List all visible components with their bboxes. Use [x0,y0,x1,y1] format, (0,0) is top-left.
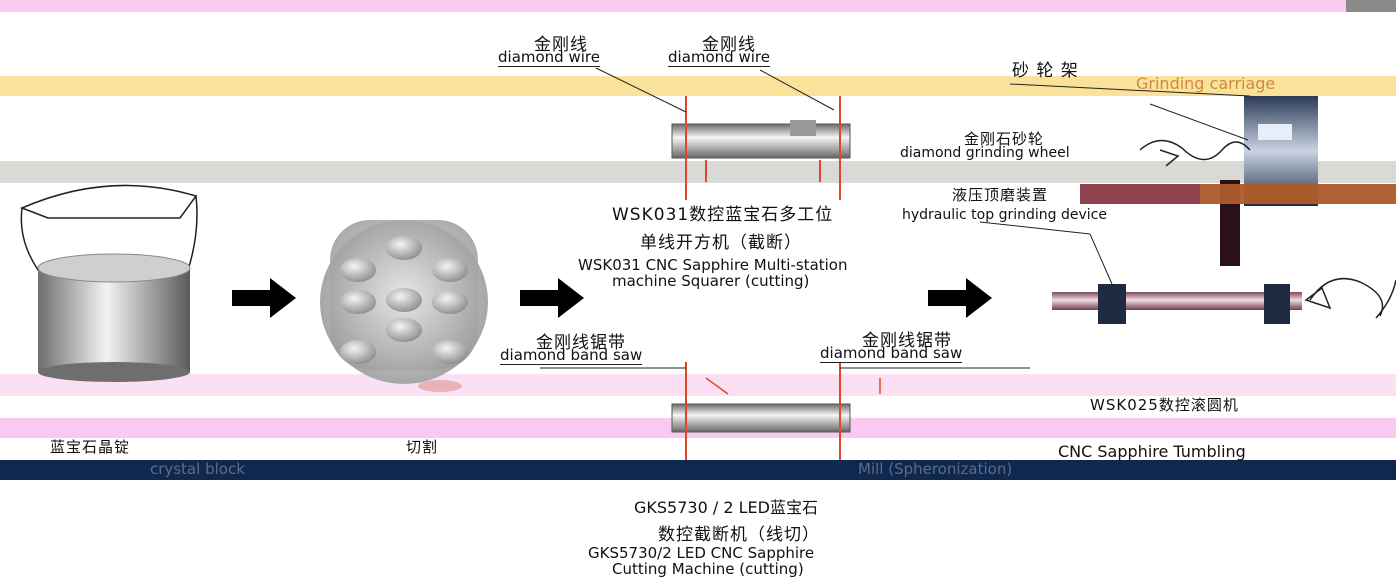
band-right-en: diamond band saw [820,344,963,363]
corner-gray-block [1346,0,1396,12]
yellow-band [0,76,1396,96]
arrow-right-icon [232,278,296,318]
tumbling-rod-icon [979,221,1302,324]
wire-left-en: diamond wire [498,48,600,67]
cutter-cn-2: 数控截断机（线切） [658,525,820,545]
rotation-arrow-icon [1304,277,1396,319]
crystal-ingot-icon [20,184,198,382]
lower-pink-band [0,374,1396,396]
grinding-wheel-en: diamond grinding wheel [900,145,1070,161]
band-saw-rod-bottom [540,362,1030,460]
cutter-en-1: GKS5730/2 LED CNC Sapphire [588,544,815,562]
squarer-en-1: WSK031 CNC Sapphire Multi-station [578,256,848,274]
grinding-carriage-icon [1009,83,1396,266]
cutter-cn-1: GKS5730 / 2 LED蓝宝石 [634,498,818,517]
top-pink-band [0,0,1396,12]
wire-left-cn: 金刚线 [534,35,588,55]
hydraulic-en: hydraulic top grinding device [902,207,1107,223]
cutter-en-2: Cutting Machine (cutting) [612,560,804,578]
arrow-right-icon [520,278,584,318]
cored-block-icon [320,220,488,392]
band-left-en: diamond band saw [500,346,643,365]
tumbling-en-1: CNC Sapphire Tumbling [1058,442,1246,461]
squarer-cn-1: WSK031数控蓝宝石多工位 [612,205,834,225]
grinding-wheel-cn: 金刚石砂轮 [964,130,1045,148]
band-left-cn: 金刚线锯带 [536,333,626,353]
squarer-en-2: machine Squarer (cutting) [612,272,810,290]
ingot-cn: 蓝宝石晶锭 [50,438,131,456]
wire-right-en: diamond wire [668,48,770,67]
squarer-cn-2: 单线开方机（截断） [640,233,802,253]
tumbling-cn: WSK025数控滚圆机 [1090,396,1239,414]
carriage-en: Grinding carriage [1136,74,1276,93]
arrow-right-icon [928,278,992,318]
wheel-frame-cn: 砂 轮 架 [1012,61,1079,81]
wire-cut-rod-top [595,67,851,200]
band-right-cn: 金刚线锯带 [862,331,952,351]
wire-right-cn: 金刚线 [702,35,756,55]
ingot-en: crystal block [150,460,245,478]
tumbling-en-2: Mill (Spheronization) [858,460,1013,478]
rods-cn: 切割 [406,438,439,456]
gray-band [0,161,1396,183]
hydraulic-cn: 液压顶磨装置 [952,186,1049,204]
navy-band [0,460,1396,480]
